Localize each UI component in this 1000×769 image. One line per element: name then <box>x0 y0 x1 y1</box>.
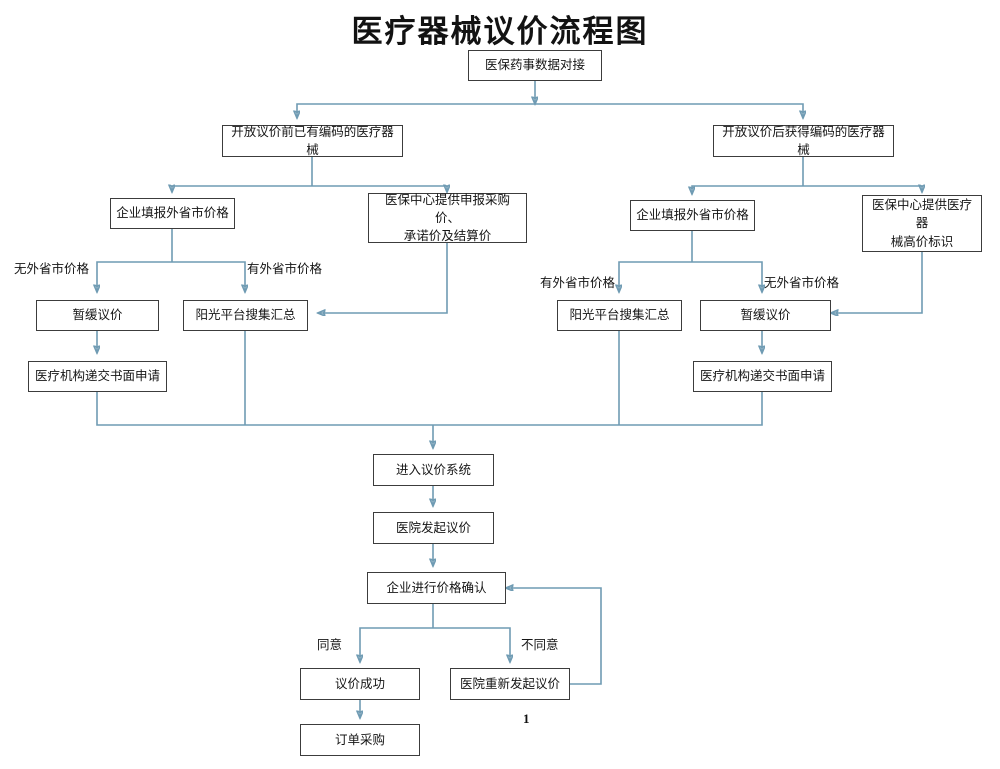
node-bargain-success[interactable]: 议价成功 <box>300 668 420 700</box>
node-right-written-request[interactable]: 医疗机构递交书面申请 <box>693 361 832 392</box>
node-order-purchase[interactable]: 订单采购 <box>300 724 420 756</box>
node-hospital-reinitiate[interactable]: 医院重新发起议价 <box>450 668 570 700</box>
node-right-sunshine[interactable]: 阳光平台搜集汇总 <box>557 300 682 331</box>
edge-label-agree: 同意 <box>317 638 343 652</box>
edge-label-right-no-price: 无外省市价格 <box>764 276 840 290</box>
node-left-written-request[interactable]: 医疗机构递交书面申请 <box>28 361 167 392</box>
node-enterprise-confirm[interactable]: 企业进行价格确认 <box>367 572 506 604</box>
edge-label-left-no-price: 无外省市价格 <box>14 262 90 276</box>
node-branch-right[interactable]: 开放议价后获得编码的医疗器械 <box>713 125 894 157</box>
node-right-enterprise-price[interactable]: 企业填报外省市价格 <box>630 200 755 231</box>
node-right-suspend[interactable]: 暂缓议价 <box>700 300 831 331</box>
node-right-center-high-price[interactable]: 医保中心提供医疗器 械高价标识 <box>862 195 982 252</box>
node-left-enterprise-price[interactable]: 企业填报外省市价格 <box>110 198 235 229</box>
edge-label-left-has-price: 有外省市价格 <box>247 262 323 276</box>
node-start[interactable]: 医保药事数据对接 <box>468 50 602 81</box>
edge-label-disagree: 不同意 <box>521 638 559 652</box>
page-number: 1 <box>523 711 530 726</box>
node-left-suspend[interactable]: 暂缓议价 <box>36 300 159 331</box>
node-hospital-initiate[interactable]: 医院发起议价 <box>373 512 494 544</box>
edge-label-right-has-price: 有外省市价格 <box>540 276 616 290</box>
node-left-center-supply[interactable]: 医保中心提供申报采购价、 承诺价及结算价 <box>368 193 527 243</box>
page-title: 医疗器械议价流程图 <box>351 14 649 49</box>
node-left-sunshine[interactable]: 阳光平台搜集汇总 <box>183 300 308 331</box>
node-branch-left[interactable]: 开放议价前已有编码的医疗器械 <box>222 125 403 157</box>
node-enter-system[interactable]: 进入议价系统 <box>373 454 494 486</box>
